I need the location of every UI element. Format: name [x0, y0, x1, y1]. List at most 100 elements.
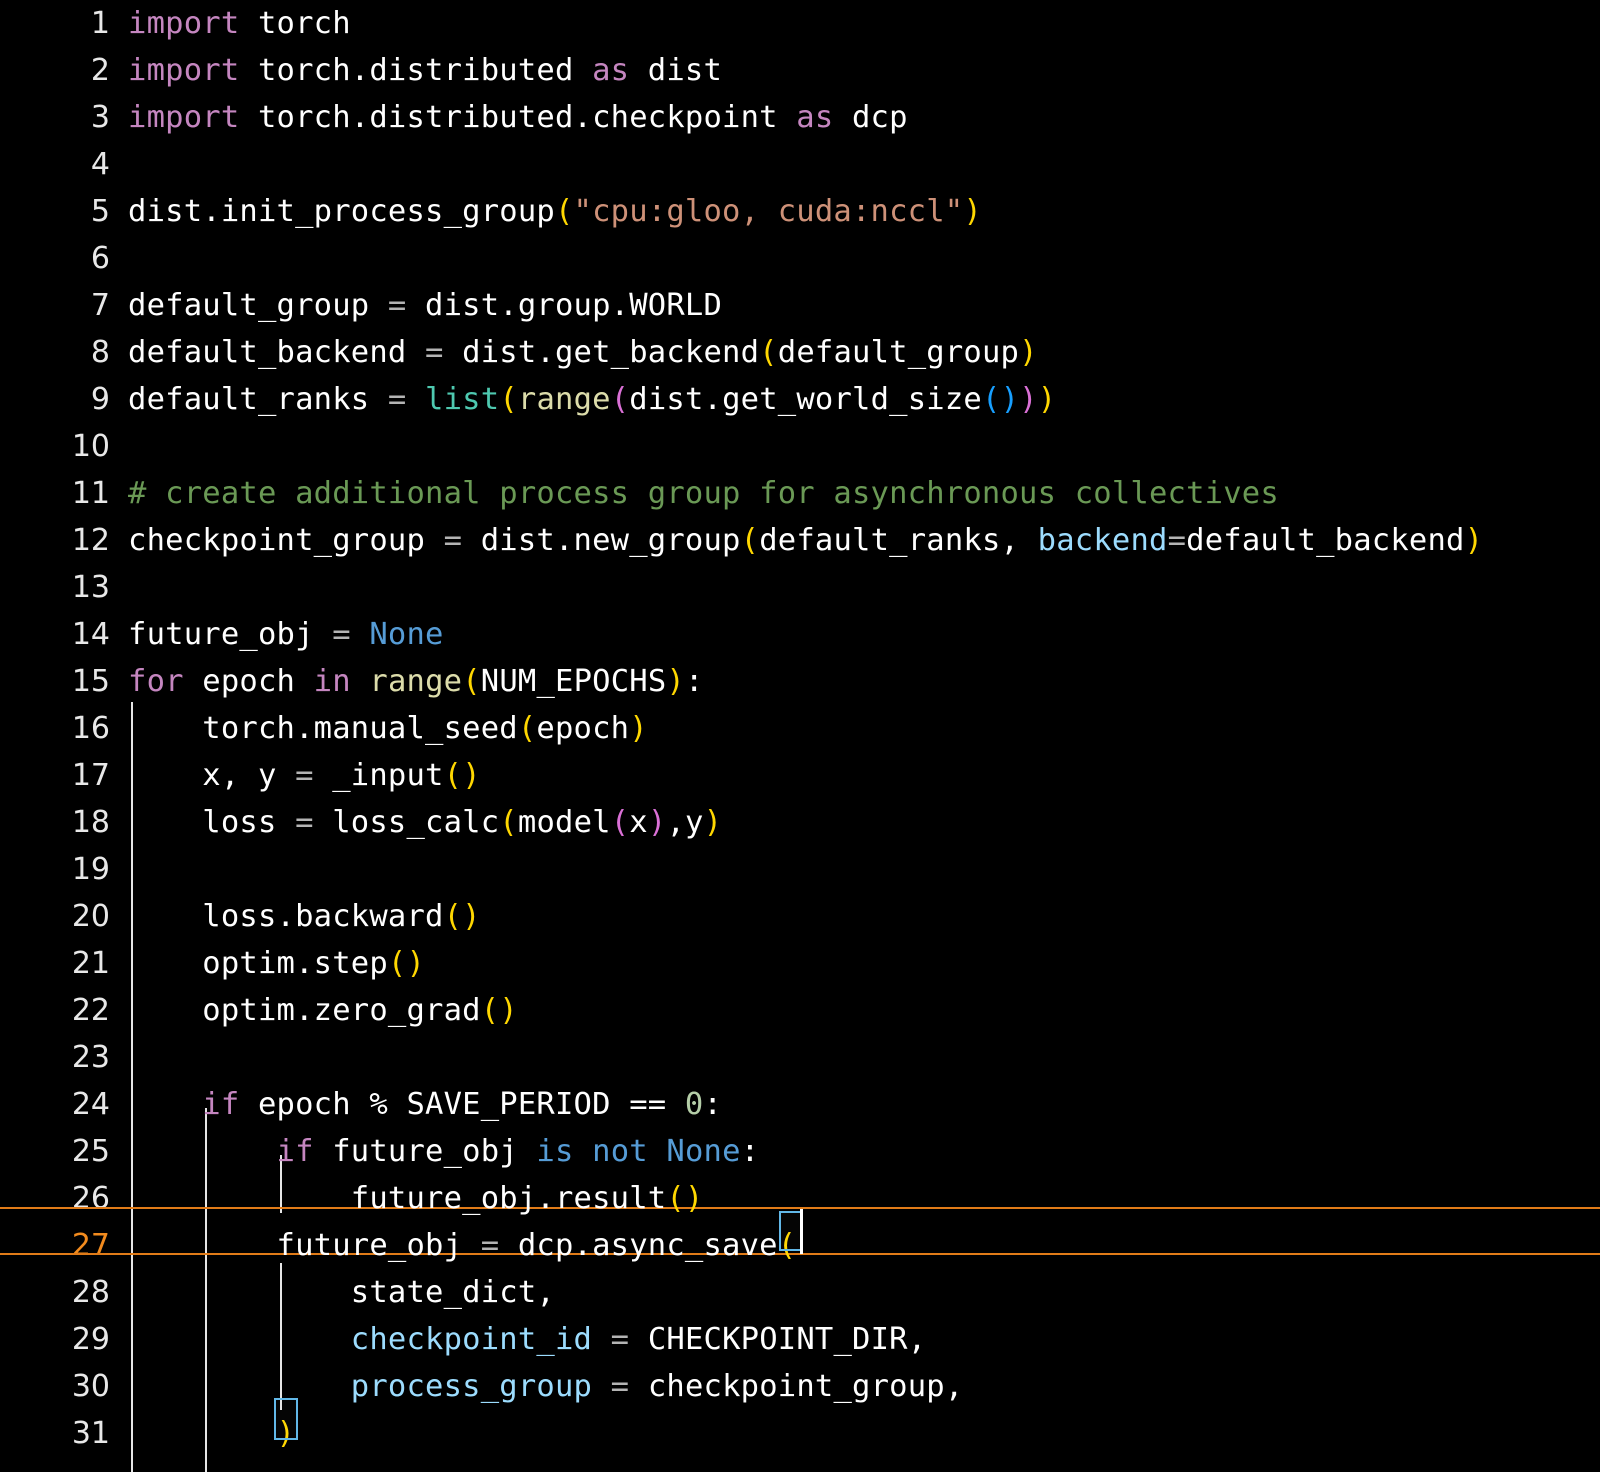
token-paren-open: (	[443, 899, 463, 934]
code-line-8[interactable]: default_backend = dist.get_backend(defau…	[128, 329, 1600, 376]
line-number-31: 31	[71, 1416, 110, 1451]
line-number-24: 24	[71, 1087, 110, 1122]
token-range: range	[517, 382, 611, 417]
token-operator: =	[480, 1228, 500, 1263]
line-number-23: 23	[71, 1040, 110, 1075]
token-paren-close: )	[684, 1181, 704, 1216]
text-cursor	[800, 1209, 803, 1254]
line-number-9: 9	[90, 382, 110, 417]
code-line-14[interactable]: future_obj = None	[128, 611, 1600, 658]
code-line-31[interactable]: )	[128, 1410, 1600, 1457]
code-line-2[interactable]: import torch.distributed as dist	[128, 47, 1600, 94]
line-number-30: 30	[71, 1369, 110, 1404]
token-if: if	[276, 1134, 314, 1169]
code-line-6-empty[interactable]	[128, 235, 1600, 282]
token-paren-close: )	[629, 711, 648, 746]
token-paren-open-matched: (	[777, 1228, 797, 1263]
line-number-3: 3	[90, 100, 110, 135]
line-number-17: 17	[71, 758, 110, 793]
code-line-19-empty[interactable]	[128, 846, 1600, 893]
line-number-1: 1	[90, 6, 110, 41]
line-number-gutter: 1 2 3 4 5 6 7 8 9 10 11 12 13 14 15 16 1…	[0, 0, 110, 1472]
code-line-16[interactable]: torch.manual_seed(epoch)	[128, 705, 1600, 752]
code-line-22[interactable]: optim.zero_grad()	[128, 987, 1600, 1034]
code-line-25[interactable]: if future_obj is not None:	[128, 1128, 1600, 1175]
line-number-14: 14	[71, 617, 110, 652]
token-paren-close: )	[1037, 382, 1057, 417]
token-text: default_backend	[1186, 523, 1465, 558]
code-line-24[interactable]: if epoch % SAVE_PERIOD == 0:	[128, 1081, 1600, 1128]
token-text: dist.get_world_size	[629, 382, 982, 417]
code-line-29[interactable]: checkpoint_id = CHECKPOINT_DIR,	[128, 1316, 1600, 1363]
code-line-17[interactable]: x, y = _input()	[128, 752, 1600, 799]
token-operator: =	[332, 617, 351, 652]
token-text: epoch % SAVE_PERIOD ==	[239, 1087, 685, 1122]
code-line-10-empty[interactable]	[128, 423, 1600, 470]
code-line-9[interactable]: default_ranks = list(range(dist.get_worl…	[128, 376, 1600, 423]
token-text: checkpoint_group,	[629, 1369, 964, 1404]
token-text: :	[703, 1087, 723, 1122]
code-line-5[interactable]: dist.init_process_group("cpu:gloo, cuda:…	[128, 188, 1600, 235]
token-import: import	[128, 6, 240, 41]
token-paren-open: (	[759, 335, 778, 370]
token-text: NUM_EPOCHS	[480, 664, 667, 699]
code-line-12[interactable]: checkpoint_group = dist.new_group(defaul…	[128, 517, 1600, 564]
token-text: dist.group.WORLD	[406, 288, 723, 323]
code-line-30[interactable]: process_group = checkpoint_group,	[128, 1363, 1600, 1410]
token-import: import	[128, 100, 240, 135]
code-line-13-empty[interactable]	[128, 564, 1600, 611]
code-line-20[interactable]: loss.backward()	[128, 893, 1600, 940]
code-line-15[interactable]: for epoch in range(NUM_EPOCHS):	[128, 658, 1600, 705]
token-paren-close: )	[703, 805, 723, 840]
line-number-28: 28	[71, 1275, 110, 1310]
token-is: is	[536, 1134, 574, 1169]
token-paren-open: (	[982, 382, 1001, 417]
token-paren-close: )	[1464, 523, 1484, 558]
code-line-18[interactable]: loss = loss_calc(model(x),y)	[128, 799, 1600, 846]
token-text: torch.distributed.checkpoint	[239, 100, 797, 135]
token-paren-open: (	[610, 382, 630, 417]
line-number-8: 8	[90, 335, 110, 370]
line-number-19: 19	[71, 852, 110, 887]
line-number-25: 25	[71, 1134, 110, 1169]
token-not: not	[592, 1134, 648, 1169]
token-as: as	[592, 53, 630, 88]
code-line-1[interactable]: import torch	[128, 0, 1600, 47]
token-text: _input	[313, 758, 444, 793]
token-text: default_group	[777, 335, 1020, 370]
token-text: future_obj	[313, 1134, 537, 1169]
code-line-23-empty[interactable]	[128, 1034, 1600, 1081]
code-line-27-active[interactable]: future_obj = dcp.async_save(	[128, 1222, 1600, 1269]
bracket-match-close-box	[274, 1398, 298, 1440]
token-text: default_group	[128, 288, 388, 323]
token-text	[128, 1087, 202, 1122]
token-paren-open: (	[443, 758, 463, 793]
token-text	[128, 1416, 277, 1451]
line-number-6: 6	[90, 241, 110, 276]
token-paren-close: )	[647, 805, 667, 840]
token-text	[128, 1369, 351, 1404]
code-line-3[interactable]: import torch.distributed.checkpoint as d…	[128, 94, 1600, 141]
line-number-22: 22	[71, 993, 110, 1028]
token-text	[406, 382, 425, 417]
code-line-4-empty[interactable]	[128, 141, 1600, 188]
line-number-5: 5	[90, 194, 110, 229]
code-line-28[interactable]: state_dict,	[128, 1269, 1600, 1316]
token-text: epoch	[536, 711, 630, 746]
code-line-11[interactable]: # create additional process group for as…	[128, 470, 1600, 517]
token-kwarg-process-group: process_group	[350, 1369, 593, 1404]
token-text: x	[629, 805, 648, 840]
code-line-21[interactable]: optim.step()	[128, 940, 1600, 987]
token-paren-open: (	[499, 382, 518, 417]
token-paren-open: (	[610, 805, 630, 840]
token-paren-open: (	[480, 993, 500, 1028]
token-text: loss.backward	[128, 899, 444, 934]
token-text: dist.new_group	[462, 523, 741, 558]
token-list: list	[425, 382, 500, 417]
code-line-26[interactable]: future_obj.result()	[128, 1175, 1600, 1222]
line-number-18: 18	[71, 805, 110, 840]
line-number-21: 21	[71, 946, 110, 981]
code-line-7[interactable]: default_group = dist.group.WORLD	[128, 282, 1600, 329]
